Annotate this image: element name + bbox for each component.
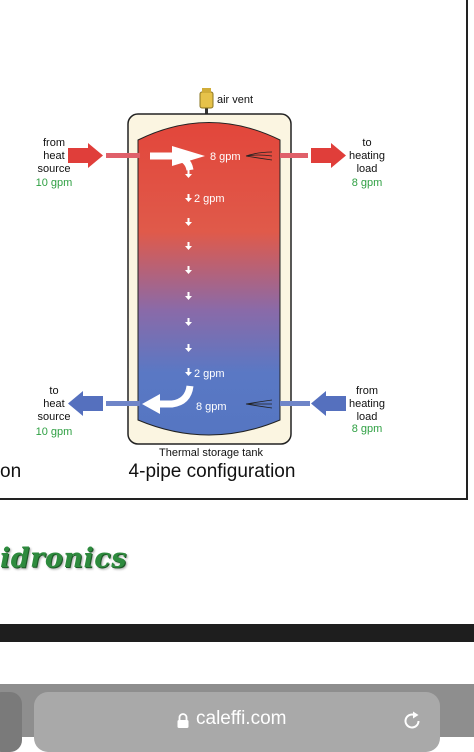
lock-icon [177,713,189,728]
top-right-line1: to [362,137,371,149]
tab-switcher-button[interactable] [0,692,22,752]
top-left-pipe [68,143,140,168]
bottom-left-pipe [68,391,140,416]
bottom-right-flow: 8 gpm [352,423,383,435]
bottom-right-line1: from [356,385,378,397]
bottom-internal-flow-arrow [142,385,273,414]
top-right-line2: heating [349,150,385,162]
top-internal-flow-arrow [150,146,273,171]
previous-slide-caption-fragment: on [0,461,22,482]
top-right-line3: load [357,163,378,175]
tank-interior [137,122,281,436]
bottom-left-line3: source [37,411,70,423]
top-left-line3: source [37,163,70,175]
bottom-right-line3: load [357,411,378,423]
reload-icon[interactable] [400,709,424,733]
top-right-pipe [280,143,346,168]
air-vent-icon [199,88,214,118]
page-divider-band [0,624,474,642]
bottom-right-pipe [280,391,346,416]
tank-label: Thermal storage tank [159,447,263,459]
bottom-left-flow: 10 gpm [36,426,73,438]
top-right-flow: 8 gpm [352,177,383,189]
top-left-line1: from [43,137,65,149]
bottom-flow-label: 8 gpm [196,401,227,413]
top-flow-label: 8 gpm [210,151,241,163]
diagram-caption: 4-pipe configuration [128,461,296,482]
air-vent-label: air vent [217,94,253,106]
top-left-line2: heat [43,150,64,162]
down-flow-bottom-label: 2 gpm [194,368,225,380]
bottom-left-line2: heat [43,398,64,410]
bottom-right-line2: heating [349,398,385,410]
down-flow-top-label: 2 gpm [194,193,225,205]
top-left-flow: 10 gpm [36,177,73,189]
url-text[interactable]: caleffi.com [196,708,287,729]
idronics-logo: idronics [0,543,127,574]
downward-flow-arrows [185,170,192,376]
four-pipe-diagram: air vent Thermal storage tank [36,88,385,459]
bottom-left-line1: to [49,385,58,397]
